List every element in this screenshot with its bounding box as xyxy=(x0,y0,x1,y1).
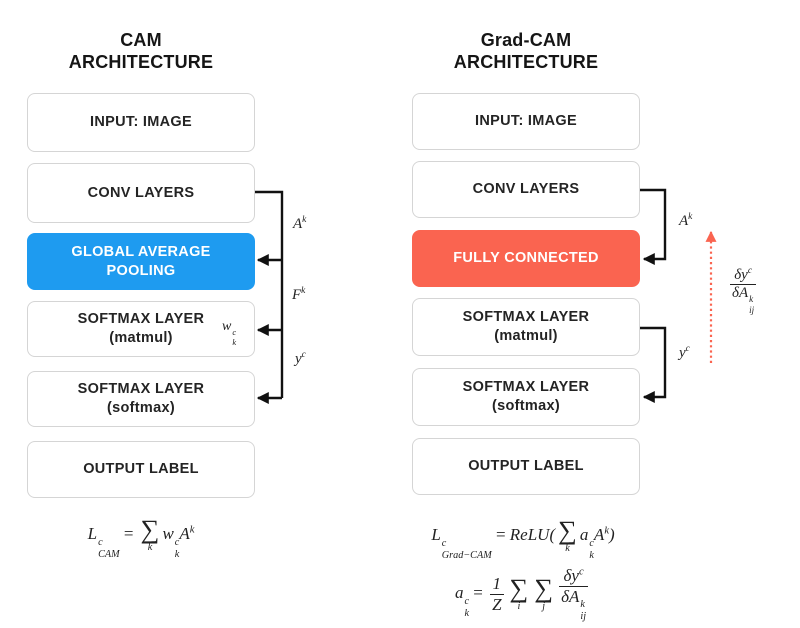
gradcam-box-softmax-matmul-label-line2: (matmul) xyxy=(494,328,558,344)
gradcam-box-softmax-softmax-label-line2: (softmax) xyxy=(492,398,560,414)
gradcam-box-conv-layers: CONV LAYERS xyxy=(412,161,640,218)
gradcam-edge-label-yc: yc xyxy=(679,344,690,361)
cam-title-line2: ARCHITECTURE xyxy=(68,52,214,72)
cam-box-input-image: INPUT: IMAGE xyxy=(27,93,255,152)
cam-box-softmax-matmul-label-line2: (matmul) xyxy=(109,330,173,346)
cam-box-softmax-matmul: SOFTMAX LAYER (matmul) xyxy=(27,301,255,357)
gradcam-title-line2: ARCHITECTURE xyxy=(453,52,599,72)
cam-box-softmax-matmul-label-line1: SOFTMAX LAYER xyxy=(77,311,205,327)
cam-box-conv-layers-label: CONV LAYERS xyxy=(87,184,195,201)
cam-box-global-average-pooling: GLOBAL AVERAGE POOLING xyxy=(27,233,255,290)
gradcam-box-conv-layers-label: CONV LAYERS xyxy=(472,181,580,197)
cam-box-gap-label-line1: GLOBAL AVERAGE xyxy=(71,243,211,260)
gradcam-box-input-image: INPUT: IMAGE xyxy=(412,93,640,150)
cam-box-output-label: OUTPUT LABEL xyxy=(27,441,255,498)
cam-edge-label-ak: Ak xyxy=(293,215,307,232)
cam-edge-label-yc: yc xyxy=(295,350,306,367)
cam-box-output-label-label: OUTPUT LABEL xyxy=(83,461,199,477)
cam-trunk-line xyxy=(255,190,284,398)
cam-title: CAM ARCHITECTURE xyxy=(27,29,255,73)
gradcam-box-output-label-label: OUTPUT LABEL xyxy=(468,458,584,474)
gradcam-edge-label-ak: Ak xyxy=(679,212,693,229)
gradcam-title: Grad-CAM ARCHITECTURE xyxy=(412,29,640,73)
gradcam-title-line1: Grad-CAM xyxy=(480,30,572,50)
gradcam-box-output-label: OUTPUT LABEL xyxy=(412,438,640,495)
cam-title-line1: CAM xyxy=(120,30,162,50)
gradcam-box-softmax-matmul-label-line1: SOFTMAX LAYER xyxy=(462,309,590,325)
gradcam-box-input-image-label: INPUT: IMAGE xyxy=(475,113,577,129)
cam-box-softmax-softmax-label-line1: SOFTMAX LAYER xyxy=(77,381,205,397)
gradcam-box-softmax-matmul: SOFTMAX LAYER (matmul) xyxy=(412,298,640,356)
gradcam-box-fully-connected-label: FULLY CONNECTED xyxy=(453,250,599,266)
gradcam-box-softmax-softmax: SOFTMAX LAYER (softmax) xyxy=(412,368,640,426)
cam-box-gap-label-line2: POOLING xyxy=(106,262,176,279)
gradcam-box-fully-connected: FULLY CONNECTED xyxy=(412,230,640,287)
gradcam-arrow-matmul-to-softmax xyxy=(640,326,667,403)
gradcam-arrow-conv-to-fc xyxy=(640,188,667,265)
cam-box-conv-layers: CONV LAYERS xyxy=(27,163,255,223)
cam-box-softmax-softmax: SOFTMAX LAYER (softmax) xyxy=(27,371,255,427)
cam-edge-label-fk: Fk xyxy=(292,286,306,303)
gradcam-box-softmax-softmax-label-line1: SOFTMAX LAYER xyxy=(462,379,590,395)
cam-box-input-image-label: INPUT: IMAGE xyxy=(90,114,192,130)
cam-box-softmax-softmax-label-line2: (softmax) xyxy=(107,400,175,416)
